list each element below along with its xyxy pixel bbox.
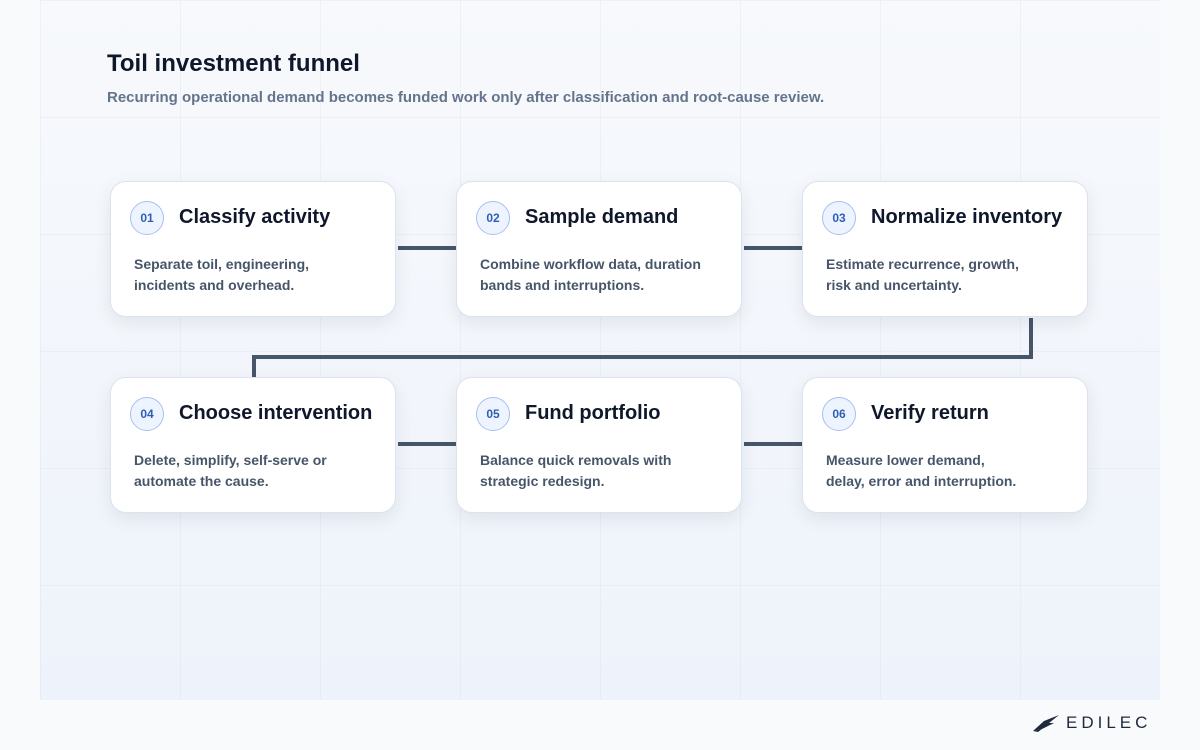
step-description: Measure lower demand, delay, error and i… [826, 452, 1017, 489]
page-subtitle: Recurring operational demand becomes fun… [107, 89, 825, 106]
step-title: Fund portfolio [525, 402, 661, 424]
step-card-01: 01 Classify activity Separate toil, engi… [110, 181, 396, 317]
step-description: Combine workflow data, duration bands an… [480, 256, 701, 293]
step-card-06: 06 Verify return Measure lower demand, d… [802, 377, 1088, 513]
step-number-badge: 05 [476, 397, 510, 431]
step-number-badge: 01 [130, 201, 164, 235]
step-number-badge: 02 [476, 201, 510, 235]
connector-03-04 [252, 318, 1033, 377]
step-description: Delete, simplify, self-serve or automate… [134, 452, 327, 489]
step-card-03: 03 Normalize inventory Estimate recurren… [802, 181, 1088, 317]
brand-logo: EDILEC [1032, 712, 1151, 734]
step-description: Estimate recurrence, growth, risk and un… [826, 256, 1019, 293]
brand-logo-text: EDILEC [1066, 713, 1152, 732]
step-number-badge: 03 [822, 201, 856, 235]
diagram-canvas [40, 0, 1160, 700]
step-number-badge: 04 [130, 397, 164, 431]
step-title: Normalize inventory [871, 206, 1063, 228]
step-number-badge: 06 [822, 397, 856, 431]
step-card-02: 02 Sample demand Combine workflow data, … [456, 181, 742, 317]
bird-logo-icon [1033, 715, 1059, 732]
step-title: Verify return [871, 402, 989, 424]
page-title: Toil investment funnel [107, 50, 360, 77]
step-card-05: 05 Fund portfolio Balance quick removals… [456, 377, 742, 513]
step-description: Separate toil, engineering, incidents an… [134, 256, 310, 293]
step-title: Classify activity [179, 206, 331, 228]
step-title: Sample demand [525, 206, 679, 228]
step-card-04: 04 Choose intervention Delete, simplify,… [110, 377, 396, 513]
step-title: Choose intervention [179, 402, 373, 424]
step-description: Balance quick removals with strategic re… [480, 452, 672, 489]
